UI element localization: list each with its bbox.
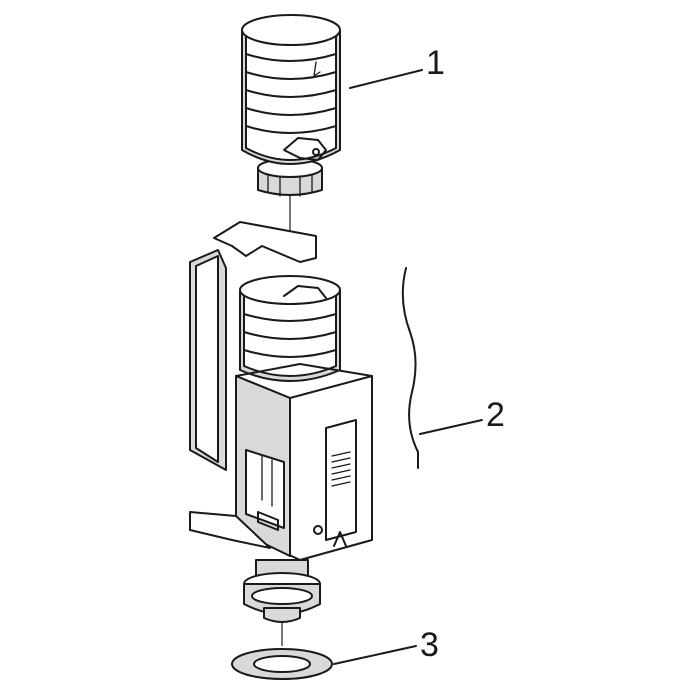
part-2-cable (401, 267, 419, 469)
leader-line-2 (419, 419, 483, 435)
leader-line-3 (333, 645, 417, 665)
part-3-seal-ring (231, 648, 333, 680)
valve-spigot (243, 559, 321, 623)
callout-label-3: 3 (420, 626, 439, 664)
leader-line-1 (349, 69, 423, 89)
part-1-button-cartridge (241, 14, 341, 197)
callout-label-1: 1 (426, 44, 445, 82)
valve-body (189, 221, 373, 561)
callout-label-2: 2 (486, 396, 505, 434)
